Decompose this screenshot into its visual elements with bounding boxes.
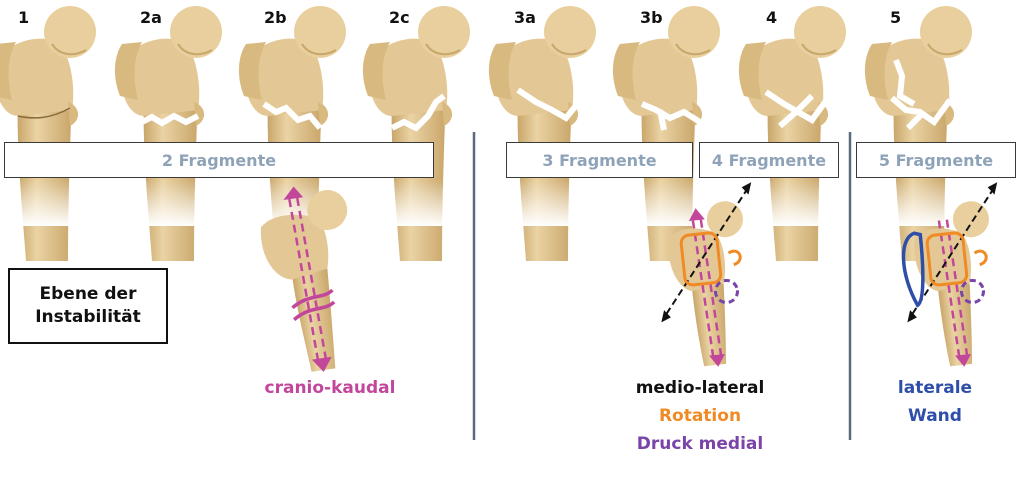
femur-case-3b xyxy=(611,5,721,262)
case-label-5: 5 xyxy=(890,8,902,27)
caption-druck-medial: Druck medial xyxy=(636,434,764,454)
case-label-1: 1 xyxy=(18,8,30,27)
femur-case-2c xyxy=(361,5,471,262)
femur-5-fragments xyxy=(901,182,998,367)
case-label-2a: 2a xyxy=(140,8,162,27)
instability-line-2: Instabilität xyxy=(35,307,141,327)
case-label-3a: 3a xyxy=(514,8,536,27)
caption-cranio-kaudal: cranio-kaudal xyxy=(264,378,396,398)
caption-laterale: laterale xyxy=(897,378,973,398)
fragment-box-5: 5 Fragmente xyxy=(856,142,1016,178)
caption-rotation: Rotation xyxy=(658,406,742,426)
femur-case-2a xyxy=(113,5,223,262)
instability-line-1: Ebene der xyxy=(39,284,137,305)
fragment-box-4: 4 Fragmente xyxy=(699,142,839,178)
case-label-4: 4 xyxy=(766,8,778,27)
femur-cranio-kaudal xyxy=(260,186,348,373)
femur-case-5 xyxy=(863,5,973,262)
fragment-box-2: 2 Fragmente xyxy=(4,142,434,178)
femur-case-1 xyxy=(0,5,97,262)
case-label-2b: 2b xyxy=(264,8,287,27)
instability-plane-box: Ebene der Instabilität xyxy=(8,268,168,344)
case-label-3b: 3b xyxy=(640,8,663,27)
fragment-box-3: 3 Fragmente xyxy=(506,142,693,178)
caption-medio-lateral: medio-lateral xyxy=(635,378,765,398)
femur-3-4-fragments xyxy=(661,182,752,367)
caption-wand: Wand xyxy=(908,406,962,426)
femur-case-3a xyxy=(487,5,597,262)
femur-case-4 xyxy=(737,5,847,262)
case-label-2c: 2c xyxy=(389,8,410,27)
femur-case-2b xyxy=(237,5,347,262)
